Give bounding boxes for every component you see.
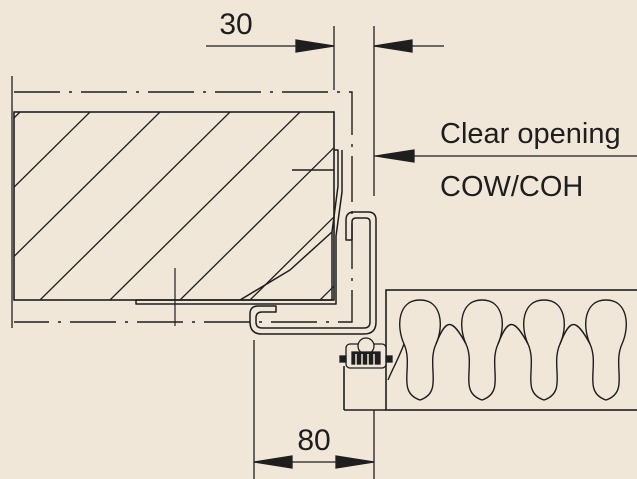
- wall-hatching: [14, 112, 334, 300]
- dimension-80: [253, 340, 375, 479]
- door-panel: [343, 289, 637, 411]
- dimension-top-label: 30: [219, 8, 252, 41]
- seal-gasket: [339, 337, 393, 369]
- cow-coh-label: COW/COH: [440, 171, 583, 203]
- insulation-pattern: [387, 299, 627, 401]
- wall-section: [13, 111, 335, 301]
- frame-profile: [135, 149, 377, 335]
- clear-opening-label: Clear opening: [440, 118, 621, 150]
- dimension-bottom-label: 80: [297, 424, 330, 457]
- dimension-30: [206, 26, 444, 196]
- dash-outline: [14, 91, 353, 323]
- clear-opening-leader: [374, 149, 637, 163]
